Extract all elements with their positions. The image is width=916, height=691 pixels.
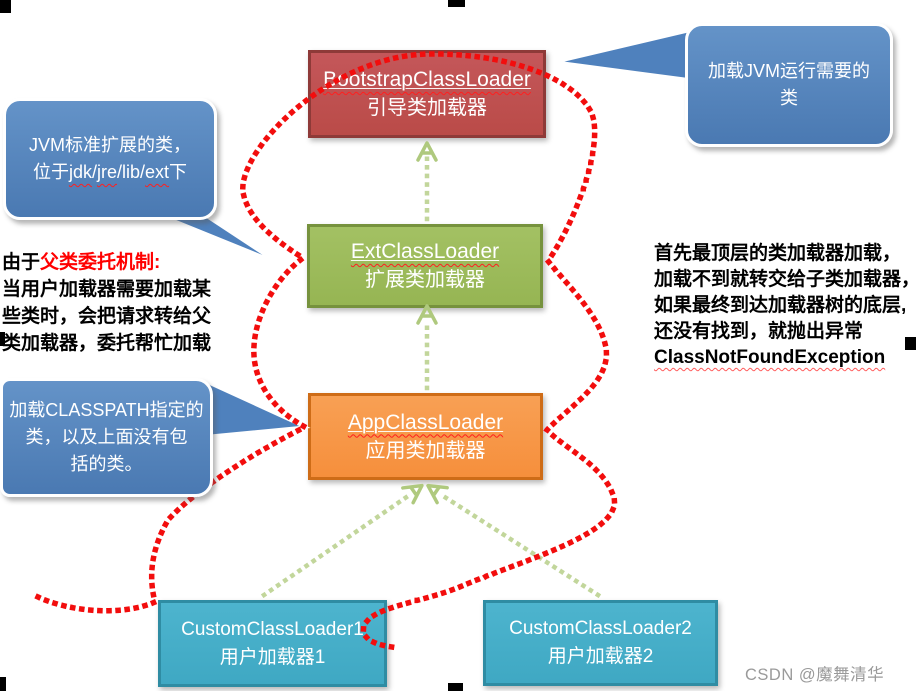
box-subtitle: 用户加载器1 [219,646,326,668]
callout-text-line: JVM标准扩展的类， [29,135,191,155]
box-app-classloader: AppClassLoader 应用类加载器 [308,393,543,480]
note-line-exception: ClassNotFoundException [654,347,886,368]
box-custom-classloader-2: CustomClassLoader2 用户加载器2 [483,600,718,686]
note-loading-order: 首先最顶层的类加载器加载， 加载不到就转交给子类加载器， 如果最终到达加载器树的… [654,241,916,371]
scan-artifact [0,0,11,13]
box-subtitle: 扩展类加载器 [365,269,485,291]
note-line: 当用户加载器需要加载某 [2,279,212,300]
box-title: CustomClassLoader1 [181,618,364,640]
callout-text-line: 加载CLASSPATH指定的 [9,400,204,420]
box-title: AppClassLoader [347,410,504,434]
scan-artifact [905,337,916,350]
note-line: 由于父类委托机制: [2,252,161,273]
note-line: 些类时，会把请求转给父 [2,306,212,327]
arrow-custom2-to-app [436,490,602,599]
arrowhead-custom1-to-app [401,483,424,505]
scan-artifact [448,683,463,691]
box-ext-classloader: ExtClassLoader 扩展类加载器 [307,224,543,308]
box-subtitle: 应用类加载器 [365,439,486,462]
callout-text-line: 类，以及上面没有包 [25,427,188,447]
box-title: ExtClassLoader [350,240,500,263]
scan-artifact [0,677,6,691]
arrowhead-app-to-ext [416,304,438,325]
note-line: 还没有找到，就抛出异常 [654,321,864,342]
box-custom-classloader-1: CustomClassLoader1 用户加载器1 [158,600,387,687]
note-line: 类加载器，委托帮忙加载 [2,333,212,354]
callout-text-line: 括的类。 [70,454,143,474]
note-parent-delegation: 由于父类委托机制: 当用户加载器需要加载某 些类时，会把请求转给父 类加载器，委… [2,249,211,357]
delegation-flow-dotted-curve [34,51,617,652]
bubble-tail-jvm-core [555,28,694,82]
callout-text-line: 加载JVM运行需要的 [708,61,870,81]
box-subtitle: 引导类加载器 [367,97,487,119]
arrowhead-custom2-to-app [426,483,449,505]
callout-jvm-core-classes: 加载JVM运行需要的 类 [685,23,893,147]
note-line: 如果最终到达加载器树的底层, [654,295,907,316]
arrowhead-ext-to-bootstrap [416,141,438,162]
csdn-watermark: CSDN @魔舞清华 [745,666,885,684]
box-title: BootstrapClassLoader [323,68,531,91]
callout-text-line: 位于jdk/jre/lib/ext下 [32,162,188,182]
box-title: CustomClassLoader2 [509,618,692,639]
note-line: 首先最顶层的类加载器加载， [654,243,902,264]
callout-classpath-classes: 加载CLASSPATH指定的 类，以及上面没有包 括的类。 [0,378,213,497]
box-subtitle: 用户加载器2 [547,646,654,667]
bubble-tail-classpath [198,376,311,439]
callout-ext-classes: JVM标准扩展的类， 位于jdk/jre/lib/ext下 [3,98,217,220]
scan-artifact [448,0,465,7]
arrow-custom1-to-app [260,490,415,599]
callout-text-line: 类 [780,88,798,108]
scan-artifact [0,332,5,346]
note-line: 加载不到就转交给子类加载器， [654,269,916,290]
